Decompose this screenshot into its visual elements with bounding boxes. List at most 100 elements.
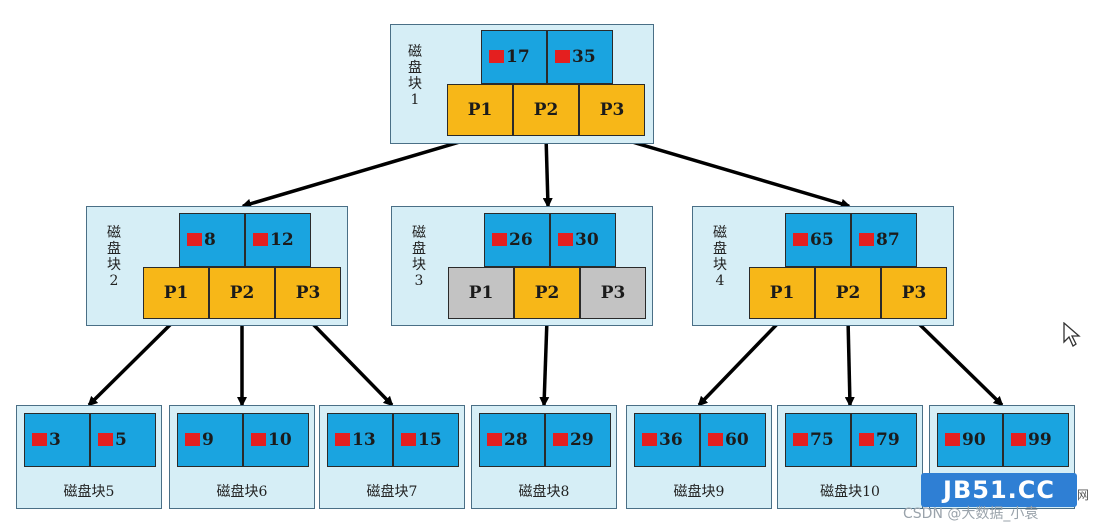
pointer-cell: P3 bbox=[580, 267, 646, 319]
key-cell: 12 bbox=[245, 213, 311, 267]
key-value: 65 bbox=[810, 230, 834, 250]
key-value: 8 bbox=[204, 230, 216, 250]
pointer-cell: P1 bbox=[448, 267, 514, 319]
key-cell: 13 bbox=[327, 413, 393, 467]
key-cell: 26 bbox=[484, 213, 550, 267]
disk-block-label: 磁盘块3 bbox=[412, 225, 426, 289]
key-marker bbox=[335, 433, 350, 446]
key-cell: 30 bbox=[550, 213, 616, 267]
leaf-block-label: 磁盘块9 bbox=[673, 484, 725, 500]
key-marker bbox=[555, 50, 570, 63]
key-value: 60 bbox=[725, 430, 749, 450]
leaf-block-label: 磁盘块10 bbox=[820, 484, 880, 500]
watermark-caption: CSDN @大数据_小袁 bbox=[903, 506, 1039, 522]
key-value: 9 bbox=[202, 430, 214, 450]
key-marker bbox=[185, 433, 200, 446]
key-marker bbox=[642, 433, 657, 446]
key-value: 3 bbox=[49, 430, 61, 450]
key-cell: 87 bbox=[851, 213, 917, 267]
edge-arrow bbox=[306, 317, 394, 407]
key-value: 75 bbox=[810, 430, 834, 450]
pointer-cell: P2 bbox=[513, 84, 579, 136]
pointer-cell: P3 bbox=[579, 84, 645, 136]
key-cell: 29 bbox=[545, 413, 611, 467]
site-watermark-logo: JB51.CC bbox=[921, 473, 1077, 507]
key-cell: 90 bbox=[937, 413, 1003, 467]
key-cell: 15 bbox=[393, 413, 459, 467]
key-marker bbox=[859, 233, 874, 246]
key-value: 99 bbox=[1028, 430, 1052, 450]
watermark-net-text: 网 bbox=[1077, 488, 1090, 502]
key-marker bbox=[793, 433, 808, 446]
key-cell: 99 bbox=[1003, 413, 1069, 467]
key-cell: 35 bbox=[547, 30, 613, 84]
pointer-cell: P1 bbox=[749, 267, 815, 319]
key-cell: 60 bbox=[700, 413, 766, 467]
key-cell: 5 bbox=[90, 413, 156, 467]
pointer-cell: P2 bbox=[209, 267, 275, 319]
pointer-cell: P2 bbox=[514, 267, 580, 319]
edge-arrow bbox=[912, 317, 1004, 407]
leaf-block-label: 磁盘块7 bbox=[366, 484, 418, 500]
key-marker bbox=[487, 433, 502, 446]
key-cell: 10 bbox=[243, 413, 309, 467]
key-cell: 17 bbox=[481, 30, 547, 84]
key-value: 5 bbox=[115, 430, 127, 450]
key-marker bbox=[492, 233, 507, 246]
pointer-cell: P3 bbox=[275, 267, 341, 319]
key-cell: 9 bbox=[177, 413, 243, 467]
key-marker bbox=[945, 433, 960, 446]
key-marker bbox=[253, 233, 268, 246]
disk-block-label: 磁盘块1 bbox=[408, 44, 422, 108]
key-cell: 36 bbox=[634, 413, 700, 467]
key-marker bbox=[558, 233, 573, 246]
key-value: 13 bbox=[352, 430, 376, 450]
key-marker bbox=[793, 233, 808, 246]
edge-arrow bbox=[844, 318, 855, 407]
key-value: 29 bbox=[570, 430, 594, 450]
key-value: 10 bbox=[268, 430, 292, 450]
key-marker bbox=[1011, 433, 1026, 446]
key-value: 87 bbox=[876, 230, 900, 250]
pointer-cell: P3 bbox=[881, 267, 947, 319]
mouse-cursor-icon bbox=[1063, 321, 1081, 352]
key-value: 30 bbox=[575, 230, 599, 250]
key-value: 12 bbox=[270, 230, 294, 250]
key-marker bbox=[98, 433, 113, 446]
key-value: 90 bbox=[962, 430, 986, 450]
key-value: 15 bbox=[418, 430, 442, 450]
leaf-block-label: 磁盘块8 bbox=[518, 484, 570, 500]
disk-block-label: 磁盘块4 bbox=[713, 225, 727, 289]
leaf-block-label: 磁盘块6 bbox=[216, 484, 268, 500]
key-cell: 8 bbox=[179, 213, 245, 267]
key-value: 36 bbox=[659, 430, 683, 450]
edge-arrow bbox=[539, 318, 550, 407]
key-value: 26 bbox=[509, 230, 533, 250]
key-marker bbox=[187, 233, 202, 246]
pointer-cell: P2 bbox=[815, 267, 881, 319]
key-marker bbox=[553, 433, 568, 446]
edge-arrow bbox=[611, 134, 851, 209]
edge-arrow bbox=[241, 134, 481, 209]
key-value: 17 bbox=[506, 47, 530, 67]
key-cell: 3 bbox=[24, 413, 90, 467]
edge-arrow bbox=[697, 317, 784, 407]
disk-block-label: 磁盘块2 bbox=[107, 225, 121, 289]
key-marker bbox=[32, 433, 47, 446]
key-marker bbox=[401, 433, 416, 446]
leaf-block-label: 磁盘块5 bbox=[63, 484, 115, 500]
edge-arrow bbox=[542, 135, 553, 208]
key-cell: 79 bbox=[851, 413, 917, 467]
key-cell: 65 bbox=[785, 213, 851, 267]
key-value: 28 bbox=[504, 430, 528, 450]
key-marker bbox=[859, 433, 874, 446]
key-value: 35 bbox=[572, 47, 596, 67]
key-value: 79 bbox=[876, 430, 900, 450]
key-marker bbox=[489, 50, 504, 63]
pointer-cell: P1 bbox=[447, 84, 513, 136]
key-cell: 28 bbox=[479, 413, 545, 467]
key-marker bbox=[708, 433, 723, 446]
pointer-cell: P1 bbox=[143, 267, 209, 319]
